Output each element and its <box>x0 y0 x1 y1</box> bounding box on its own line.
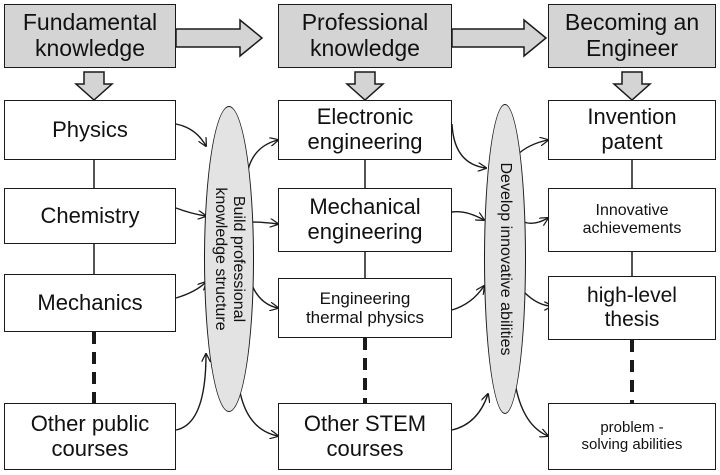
header-block-arrow-2 <box>451 18 548 58</box>
ellipse-develop-innovative-abilities: Develop innovative abilities <box>484 104 526 414</box>
box-engineering-thermal-physics: Engineering thermal physics <box>278 278 452 338</box>
arrow-ellipse-to-other-stem <box>239 391 278 436</box>
box-mechanical-engineering: Mechanical engineering <box>278 188 452 252</box>
arrow-ellipse-to-electronic <box>247 140 278 171</box>
arrow-ellipse-to-problem-solving <box>515 387 548 436</box>
box-physics: Physics <box>4 100 176 160</box>
ellipse-build-knowledge-structure: Build professional knowledge structure <box>204 106 254 412</box>
arrow-mechanics-to-ellipse <box>175 282 206 299</box>
arrow-chemistry-to-ellipse <box>175 207 206 216</box>
arrow-other-public-to-ellipse <box>175 354 206 431</box>
box-mechanics: Mechanics <box>4 274 176 332</box>
arrow-physics-to-ellipse <box>175 123 206 146</box>
down-block-arrow-3 <box>612 71 652 102</box>
arrow-other-stem-to-ellipse <box>451 394 488 431</box>
arrow-ellipse-to-thermal <box>249 279 278 308</box>
header-block-arrow-1 <box>175 18 264 58</box>
ellipse-develop-abilities-label: Develop innovative abilities <box>496 162 514 356</box>
arrow-electronic-to-ellipse <box>451 123 486 168</box>
box-chemistry: Chemistry <box>4 188 176 244</box>
down-block-arrow-2 <box>345 71 385 102</box>
ellipse-build-knowledge-label: Build professional knowledge structure <box>212 187 247 331</box>
header-becoming-engineer: Becoming an Engineer <box>548 4 716 68</box>
box-other-public-courses: Other public courses <box>4 403 176 470</box>
box-innovative-achievements: Innovative achievements <box>548 188 716 252</box>
arrow-thermal-to-ellipse <box>451 286 484 311</box>
header-fundamental-knowledge: Fundamental knowledge <box>4 4 176 68</box>
arrow-ellipse-to-invention <box>515 140 548 157</box>
box-electronic-engineering: Electronic engineering <box>278 100 452 160</box>
box-high-level-thesis: high-level thesis <box>548 276 716 340</box>
box-other-stem-courses: Other STEM courses <box>278 403 452 470</box>
arrow-ellipse-to-innovative <box>523 218 548 223</box>
box-problem-solving-abilities: problem - solving abilities <box>548 403 716 470</box>
arrow-ellipse-to-mechanical <box>251 222 278 224</box>
arrow-mechanical-to-ellipse <box>451 210 484 220</box>
header-professional-knowledge: Professional knowledge <box>278 4 452 68</box>
down-block-arrow-1 <box>74 71 114 102</box>
box-invention-patent: Invention patent <box>548 100 716 160</box>
